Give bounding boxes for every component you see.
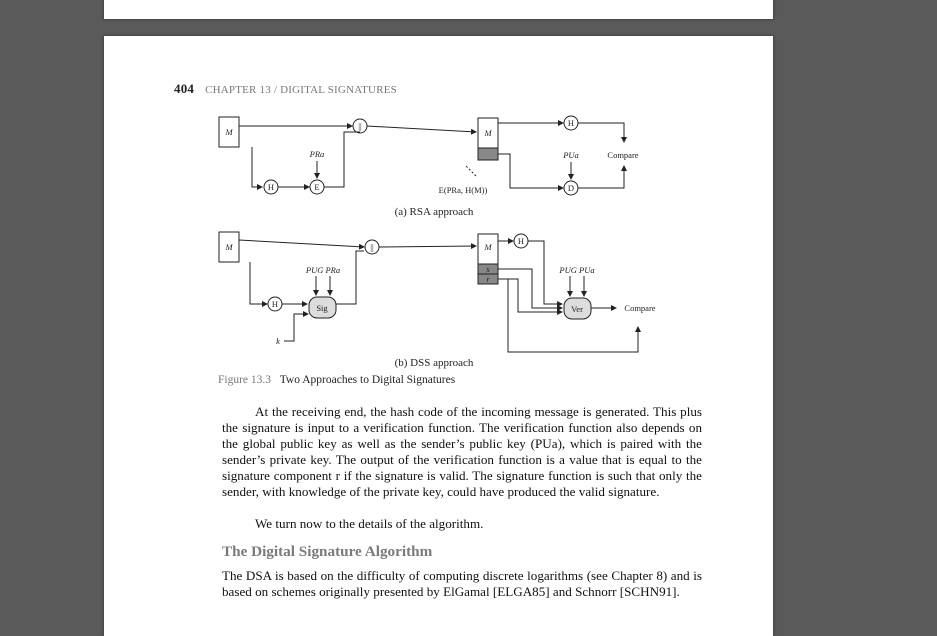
figure-title: Two Approaches to Digital Signatures xyxy=(279,374,456,386)
dss-ver-label: Ver xyxy=(571,304,583,314)
figure-caption: Figure 13.3 Two Approaches to Digital Si… xyxy=(218,374,455,386)
figure-number: Figure 13.3 xyxy=(218,374,272,386)
dss-compare: Compare xyxy=(624,303,655,313)
paragraph-transition: We turn now to the details of the algori… xyxy=(255,516,484,531)
running-head: 404 CHAPTER 13 / DIGITAL SIGNATURES xyxy=(174,81,397,97)
rsa-compare: Compare xyxy=(607,150,638,160)
rsa-private-key: PRa xyxy=(309,149,325,159)
section-heading: The Digital Signature Algorithm xyxy=(222,543,433,560)
rsa-m-left: M xyxy=(224,127,233,137)
dss-k-label: k xyxy=(276,336,280,346)
rsa-concat-symbol: || xyxy=(358,121,362,131)
dss-approach-label: (b) DSS approach xyxy=(395,357,474,369)
rsa-h-left: H xyxy=(268,182,274,192)
rsa-message-box-left xyxy=(218,116,240,148)
page-number: 404 xyxy=(174,81,195,96)
previous-page xyxy=(104,0,773,19)
dss-s-label: s xyxy=(486,264,490,274)
rsa-signature-label: E(PRa, H(M)) xyxy=(439,185,488,195)
rsa-m-right: M xyxy=(483,128,492,138)
dss-verify-keys: PUG PUa xyxy=(558,265,594,275)
dss-sign-keys: PUG PRa xyxy=(305,265,340,275)
dss-message-box-left xyxy=(218,231,240,263)
figure-diagram: M || H E PRa M H D PUa Compare E(PRa, H(… xyxy=(218,115,656,369)
rsa-approach-label: (a) RSA approach xyxy=(395,206,474,218)
paragraph-verification: At the receiving end, the hash code of t… xyxy=(222,404,702,500)
dss-r-label: r xyxy=(486,274,490,284)
document-page: 404 CHAPTER 13 / DIGITAL SIGNATURES xyxy=(104,36,773,636)
dss-m-right: M xyxy=(483,242,492,252)
dss-sig-label: Sig xyxy=(316,303,328,313)
dss-m-left: M xyxy=(224,242,233,252)
paragraph-dsa: The DSA is based on the difficulty of co… xyxy=(222,568,702,600)
dss-h-right: H xyxy=(518,236,524,246)
rsa-public-key: PUa xyxy=(562,150,579,160)
dss-sig-box xyxy=(308,296,337,319)
chapter-title: CHAPTER 13 / DIGITAL SIGNATURES xyxy=(205,84,397,96)
rsa-e-label: E xyxy=(314,182,319,192)
dss-concat-symbol: || xyxy=(370,242,374,252)
rsa-h-right: H xyxy=(568,118,574,128)
rsa-d-label: D xyxy=(568,183,574,193)
dss-h-left: H xyxy=(272,299,278,309)
